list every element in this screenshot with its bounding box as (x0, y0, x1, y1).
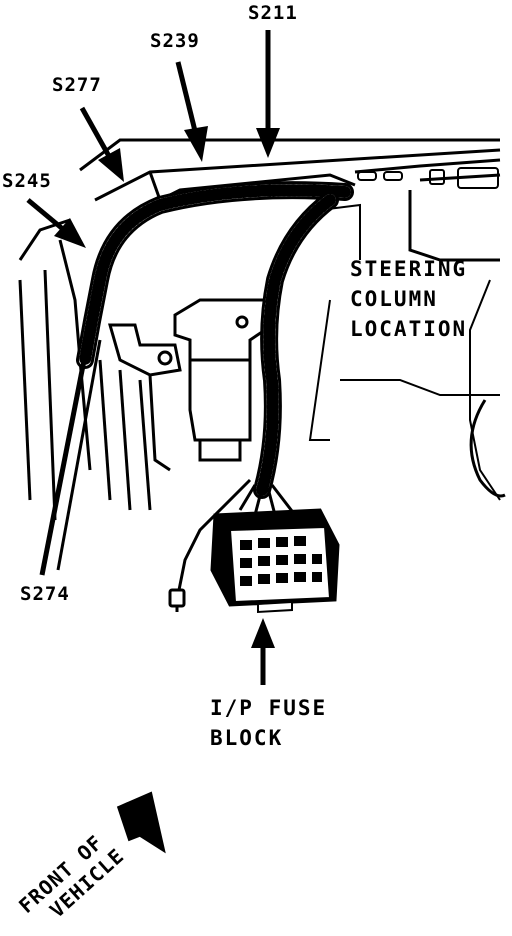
steering-line-2: COLUMN (350, 287, 438, 311)
label-s211: S211 (248, 2, 298, 24)
wire-bundle (176, 478, 297, 596)
pigtail-connector (168, 588, 186, 612)
steering-line-1: STEERING (350, 257, 468, 281)
label-s239: S239 (150, 30, 200, 52)
steering-column-label: STEERING COLUMN LOCATION (350, 254, 467, 344)
steering-line-3: LOCATION (350, 317, 468, 341)
label-s277: S277 (52, 74, 102, 96)
left-pillar (18, 218, 152, 521)
label-s274: S274 (20, 583, 70, 605)
fuse-block-line-2: BLOCK (210, 726, 284, 750)
leader-arrows (26, 30, 280, 854)
fuse-block-label: I/P FUSE BLOCK (210, 693, 327, 753)
main-harness (76, 181, 354, 369)
branch-harness (253, 191, 339, 499)
dash-panel (79, 138, 506, 501)
label-s245: S245 (2, 170, 52, 192)
vent-slots (357, 167, 499, 189)
fuse-block-line-1: I/P FUSE (210, 696, 328, 720)
relay-module (173, 298, 267, 462)
fuse-block-connector (210, 508, 340, 614)
mounting-bracket (108, 323, 182, 472)
